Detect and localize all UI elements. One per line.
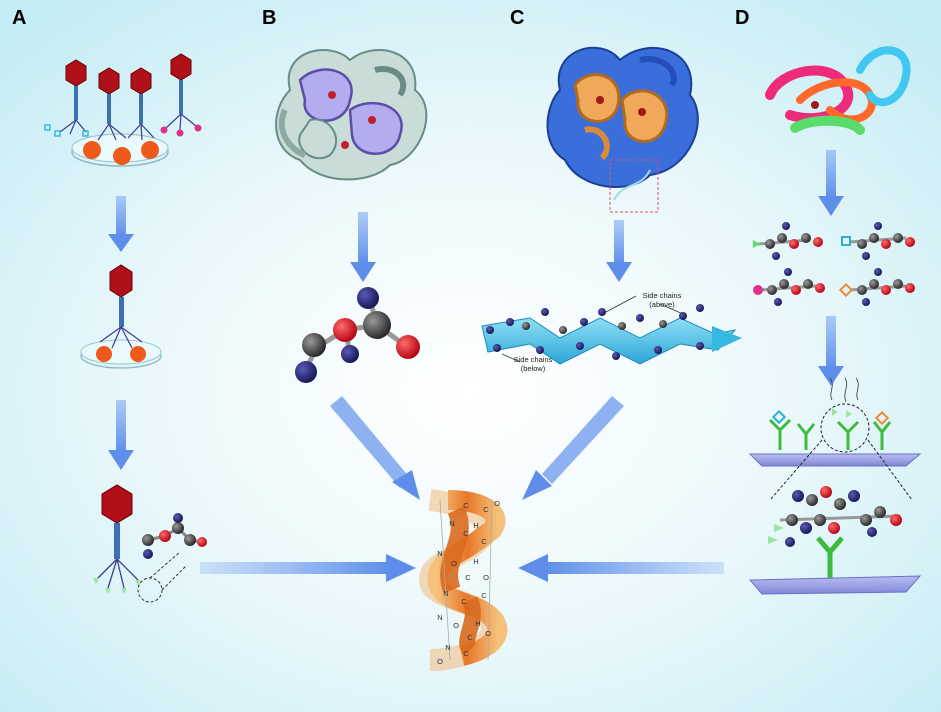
panel-label-d: D bbox=[735, 7, 750, 29]
helix-atom-label: N bbox=[449, 519, 454, 528]
helix-atom-label: H bbox=[475, 619, 480, 628]
side-chains-below-label: Side chains bbox=[514, 355, 553, 364]
panel-b-protein bbox=[275, 49, 428, 500]
helix-atom-label: C bbox=[463, 501, 469, 510]
protein-knot-d bbox=[765, 46, 911, 135]
arrow-b-diagonal bbox=[330, 396, 420, 500]
helix-atom-label: O bbox=[494, 499, 500, 508]
helix-atom-label: C bbox=[467, 633, 473, 642]
helix-atom-label: C bbox=[481, 591, 487, 600]
array-plate bbox=[748, 575, 922, 595]
helix-atom-label: C bbox=[465, 573, 471, 582]
side-chains-below-sublabel: (below) bbox=[521, 364, 546, 373]
antibody-array bbox=[748, 377, 922, 501]
helix-atom-label: N bbox=[437, 613, 442, 622]
helix-atom-label: N bbox=[437, 549, 442, 558]
helix-atom-label: C bbox=[463, 649, 469, 658]
helix-atom-label: C bbox=[461, 597, 467, 606]
panel-label-a: A bbox=[12, 7, 27, 29]
arrow-a-to-helix bbox=[200, 554, 416, 582]
beta-sheet: Side chains (above) Side chains (below) bbox=[481, 291, 742, 373]
variant-2 bbox=[841, 222, 915, 260]
arrow-d-2 bbox=[818, 316, 844, 386]
phage-binding-dish bbox=[80, 264, 162, 369]
arrow-c-down bbox=[606, 220, 632, 282]
arrow-c-diagonal bbox=[522, 396, 624, 500]
variant-4 bbox=[838, 268, 915, 306]
arrow-b-down bbox=[350, 212, 376, 282]
helix-atom-label: N bbox=[443, 589, 448, 598]
zoom-circle bbox=[820, 403, 870, 453]
helix-atom-label: N bbox=[445, 643, 450, 652]
side-chains-above-sublabel: (above) bbox=[649, 300, 675, 309]
protein-globule-c bbox=[546, 46, 699, 213]
amino-acid-b bbox=[295, 287, 420, 383]
helix-atom-label: H bbox=[473, 557, 478, 566]
protein-globule-b bbox=[275, 49, 428, 181]
panel-d-protein-array bbox=[748, 46, 922, 595]
helix-atom-label: O bbox=[437, 657, 443, 666]
antibodies-top bbox=[768, 409, 892, 450]
zoomed-binding bbox=[748, 486, 922, 595]
phage-2 bbox=[97, 67, 127, 141]
panel-label-b: B bbox=[262, 7, 277, 29]
variant-3 bbox=[753, 268, 825, 306]
arrow-a-1 bbox=[108, 196, 134, 252]
helix-atom-label: O bbox=[453, 621, 459, 630]
helix-atom-label: C bbox=[483, 505, 489, 514]
helix-atom-label: O bbox=[483, 573, 489, 582]
side-chain-atoms bbox=[486, 304, 704, 360]
helix-atom-label: O bbox=[485, 629, 491, 638]
phage-3 bbox=[127, 67, 155, 141]
panel-a-phage-library bbox=[44, 53, 207, 603]
arrow-a-2 bbox=[108, 400, 134, 470]
phage-4 bbox=[160, 53, 202, 137]
arrow-d-1 bbox=[818, 150, 844, 216]
phage-with-peptide bbox=[93, 484, 207, 603]
variant-1 bbox=[753, 222, 823, 260]
panel-label-c: C bbox=[510, 7, 525, 29]
panel-c-protein: Side chains (above) Side chains (below) bbox=[481, 46, 742, 500]
helix-atom-label: C bbox=[481, 537, 487, 546]
arrow-d-to-helix bbox=[518, 554, 724, 582]
helix-atom-label: O bbox=[451, 559, 457, 568]
side-chains-above-label: Side chains bbox=[643, 291, 682, 300]
bacteria-cells bbox=[83, 141, 159, 165]
phage-1 bbox=[44, 59, 89, 137]
helix-atom-label: C bbox=[463, 529, 469, 538]
amino-acid-variants bbox=[753, 222, 915, 306]
helix-atom-label: H bbox=[473, 521, 478, 530]
